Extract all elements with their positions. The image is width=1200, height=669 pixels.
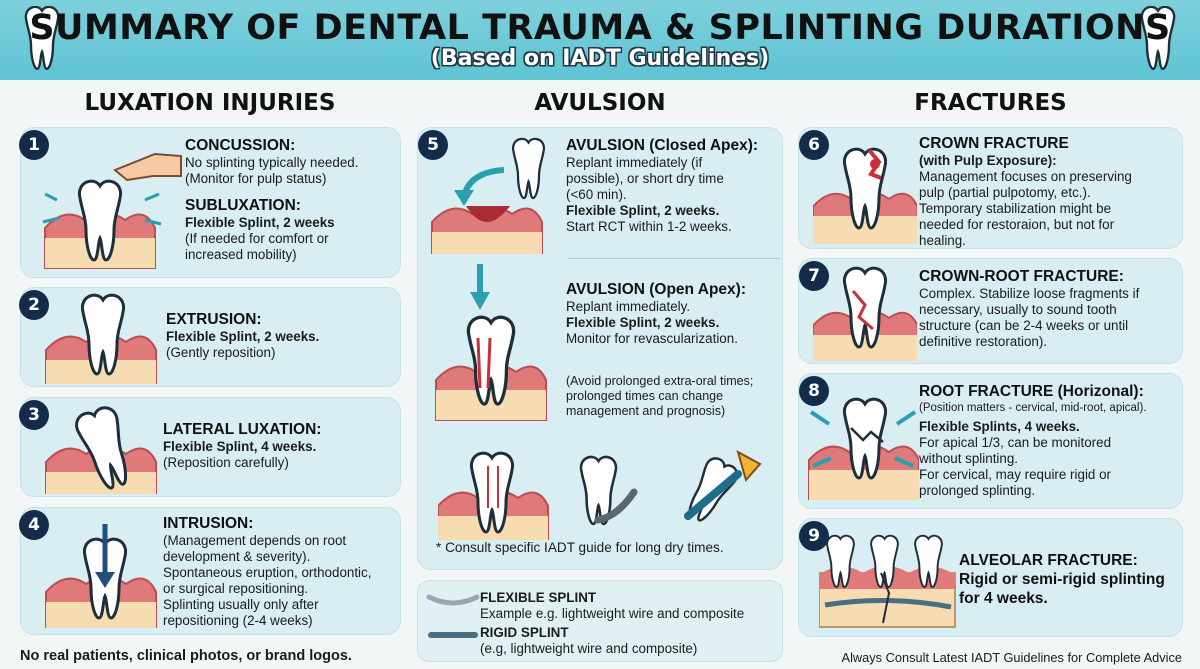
splint-legend: FLEXIBLE SPLINT Example e.g. lightweight… xyxy=(417,580,783,662)
avulsion-dry-time-note: (Avoid prolonged extra-oral times; prolo… xyxy=(566,374,754,418)
rigid-splint-icon xyxy=(428,632,478,638)
root-fracture-text: ROOT FRACTURE (Horizonal): (Position mat… xyxy=(919,383,1147,498)
tooth-concussion-illustration xyxy=(42,152,182,269)
replanted-tooth-illustration xyxy=(435,264,547,421)
column-header-avulsion: AVULSION xyxy=(534,90,666,116)
card-concussion-subluxation: 1 CONCUSSION: No splinting typically nee… xyxy=(19,127,401,278)
crown-root-fracture-illustration xyxy=(813,266,917,361)
flexible-splint-icon xyxy=(426,594,480,606)
intrusion-text: INTRUSION: (Management depends on root d… xyxy=(163,515,372,628)
step-badge: 8 xyxy=(799,376,829,406)
concussion-text: CONCUSSION: No splinting typically neede… xyxy=(185,137,359,262)
crown-fracture-illustration xyxy=(813,147,917,244)
column-header-luxation: LUXATION INJURIES xyxy=(84,90,336,116)
card-intrusion: 4 INTRUSION: (Management depends on root… xyxy=(19,507,401,635)
root-fracture-illustration xyxy=(808,397,919,500)
footer-disclaimer: No real patients, clinical photos, or br… xyxy=(20,648,352,664)
step-badge: 9 xyxy=(799,521,829,551)
avulsion-closed-apex-text: AVULSION (Closed Apex): Replant immediat… xyxy=(566,137,759,234)
legend-flexible: FLEXIBLE SPLINT Example e.g. lightweight… xyxy=(480,590,745,621)
card-avulsion: 5 AVULSION (Closed Apex): Replant immedi… xyxy=(417,127,783,570)
column-header-fractures: FRACTURES xyxy=(914,90,1067,116)
tooth-lateral-luxation-illustration xyxy=(45,403,157,494)
card-lateral-luxation: 3 LATERAL LUXATION: Flexible Splint, 4 w… xyxy=(19,397,401,497)
extrusion-text: EXTRUSION: Flexible Splint, 2 weeks. (Ge… xyxy=(166,311,320,360)
step-badge: 3 xyxy=(19,400,49,430)
step-badge: 4 xyxy=(19,510,49,540)
step-badge: 6 xyxy=(799,130,829,160)
step-badge: 2 xyxy=(19,290,49,320)
splint-illustrations xyxy=(438,449,762,540)
crown-root-fracture-text: CROWN-ROOT FRACTURE: Complex. Stabilize … xyxy=(919,268,1140,349)
lateral-luxation-text: LATERAL LUXATION: Flexible Splint, 4 wee… xyxy=(163,421,322,470)
card-root-fracture: 8 ROOT FRACTURE (Horizonal): (Position m… xyxy=(798,373,1183,509)
legend-rigid: RIGID SPLINT (e.g, lightweight wire and … xyxy=(480,625,698,656)
avulsion-open-apex-text: AVULSION (Open Apex): Replant immediatel… xyxy=(566,281,746,346)
alveolar-fracture-illustration xyxy=(819,534,956,628)
step-badge: 7 xyxy=(799,261,829,291)
page-subtitle: (Based on IADT Guidelines) xyxy=(430,46,770,71)
card-extrusion: 2 EXTRUSION: Flexible Splint, 2 weeks. (… xyxy=(19,287,401,387)
avulsed-tooth-illustration xyxy=(431,137,546,254)
crown-fracture-text: CROWN FRACTURE (with Pulp Exposure): Man… xyxy=(919,135,1132,248)
alveolar-fracture-text: ALVEOLAR FRACTURE: Rigid or semi-rigid s… xyxy=(959,552,1165,607)
step-badge: 1 xyxy=(19,130,49,160)
header-banner xyxy=(0,0,1200,80)
tooth-intrusion-illustration xyxy=(45,524,157,628)
divider xyxy=(568,258,780,259)
page-title: SUMMARY OF DENTAL TRAUMA & SPLINTING DUR… xyxy=(29,8,1171,48)
tooth-extrusion-illustration xyxy=(45,293,157,384)
footer-advice: Always Consult Latest IADT Guidelines fo… xyxy=(841,650,1182,665)
consult-note: * Consult specific IADT guide for long d… xyxy=(436,540,724,555)
step-badge: 5 xyxy=(418,130,448,160)
card-crown-root-fracture: 7 CROWN-ROOT FRACTURE: Complex. Stabiliz… xyxy=(798,258,1183,364)
card-alveolar-fracture: 9 ALVEOLAR FRACTURE: Rigid or semi-rigid… xyxy=(798,518,1183,637)
card-crown-fracture: 6 CROWN FRACTURE (with Pulp Exposure): M… xyxy=(798,127,1183,249)
